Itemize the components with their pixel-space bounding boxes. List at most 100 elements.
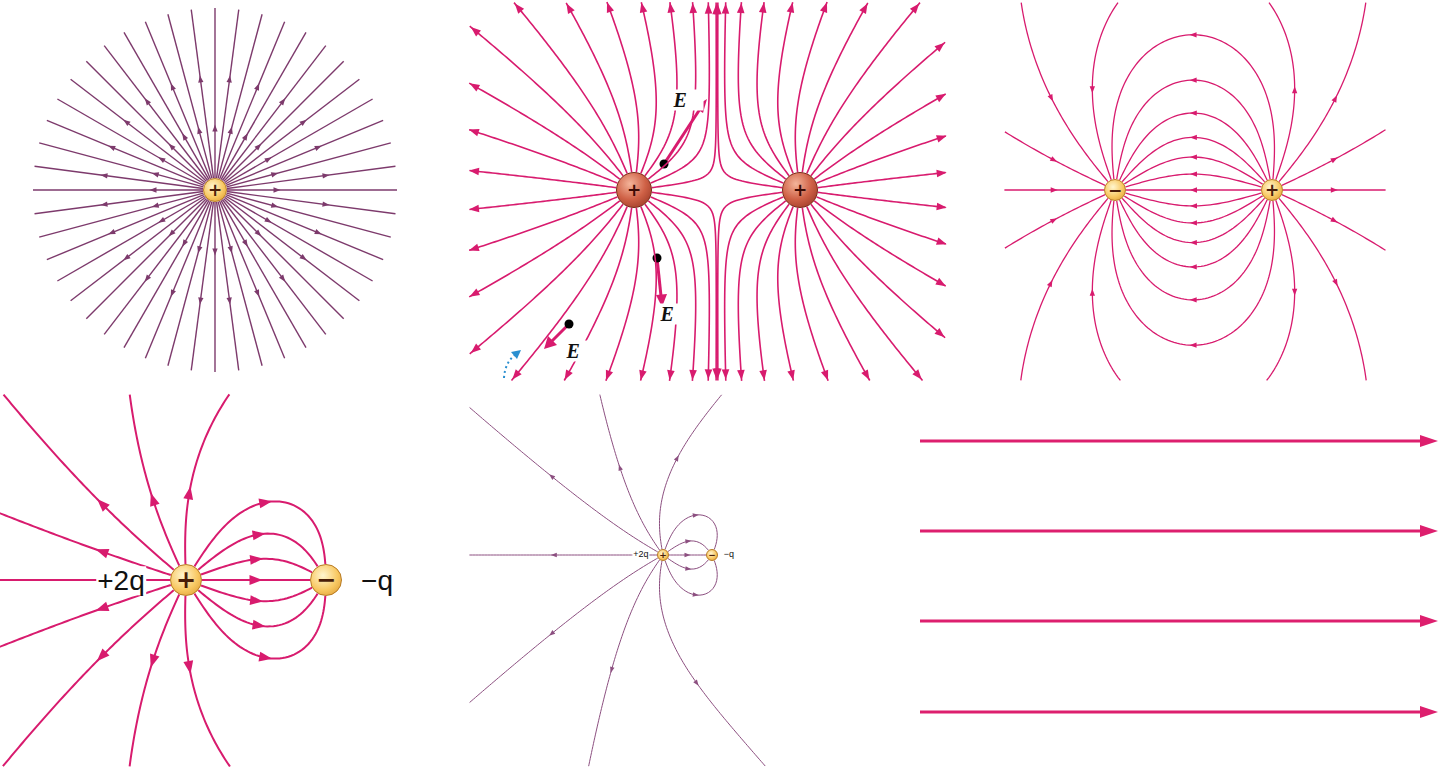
field-line — [665, 561, 717, 597]
field-line — [469, 83, 620, 179]
field-line — [39, 143, 203, 187]
field-line — [3, 590, 174, 766]
charge-label: −q — [723, 550, 735, 559]
arrowhead — [1190, 32, 1197, 37]
field-line — [225, 79, 360, 182]
field-line — [1283, 187, 1386, 192]
field-line — [668, 539, 708, 551]
arrowhead — [693, 513, 699, 518]
field-line — [589, 560, 660, 766]
field-line — [470, 558, 658, 702]
field-line — [1122, 135, 1264, 182]
arrowhead — [1190, 240, 1197, 245]
field-line — [35, 192, 204, 214]
field-line-path — [1122, 198, 1264, 242]
field-line — [1282, 130, 1386, 186]
field-line — [607, 2, 639, 172]
field-line — [227, 143, 391, 187]
field-line — [227, 166, 396, 188]
field-line-path — [198, 590, 317, 626]
field-line — [470, 408, 658, 552]
field-line — [217, 10, 239, 179]
field-line — [4, 395, 174, 570]
field-line — [1126, 187, 1261, 192]
arrowhead — [1190, 154, 1197, 159]
field-line — [1122, 198, 1264, 245]
field-line — [223, 61, 343, 181]
field-line — [795, 208, 828, 381]
field-line-path — [194, 501, 325, 566]
field-vector-label: E⃗ — [673, 90, 704, 111]
field-line — [1005, 195, 1105, 248]
field-line — [1267, 200, 1298, 380]
field-line-path — [1124, 157, 1262, 184]
field-line — [47, 195, 204, 260]
field-line — [57, 196, 204, 281]
field-line — [222, 46, 325, 181]
charge-sign: − — [708, 551, 716, 560]
arrowhead — [1190, 110, 1197, 115]
field-line — [652, 2, 720, 187]
field-line — [818, 170, 947, 188]
field-line — [1117, 201, 1270, 303]
arrowhead — [252, 530, 266, 540]
field-line-path — [194, 594, 325, 659]
field-line — [183, 596, 230, 767]
field-line — [202, 575, 310, 585]
field-line — [600, 395, 660, 550]
arrowhead — [1190, 343, 1197, 348]
field-line — [1279, 198, 1366, 380]
field-line — [470, 204, 623, 354]
field-line — [227, 187, 397, 192]
field-line-path — [1126, 174, 1262, 187]
field-line — [201, 555, 312, 575]
field-line — [1021, 3, 1108, 182]
field-line — [651, 197, 713, 381]
point-charge: + — [170, 564, 202, 596]
field-line — [778, 2, 794, 173]
charge-sign: + — [793, 182, 807, 199]
field-line — [104, 46, 207, 181]
arrowhead — [1190, 135, 1197, 140]
arrowhead — [250, 575, 263, 585]
field-line — [168, 202, 212, 366]
field-line — [651, 2, 713, 183]
charge-sign: + — [176, 568, 196, 592]
field-line — [227, 192, 396, 214]
field-line — [212, 8, 217, 178]
field-line — [811, 42, 945, 175]
field-line — [669, 553, 706, 558]
arrowhead — [1190, 220, 1197, 225]
field-line — [665, 513, 717, 549]
field-line — [818, 192, 947, 210]
field-line — [1126, 193, 1262, 209]
arrowhead — [252, 620, 266, 630]
arrowhead — [1190, 203, 1197, 208]
field-line — [606, 208, 639, 381]
field-line — [1269, 3, 1297, 180]
field-line — [469, 129, 617, 183]
field-line — [33, 187, 203, 192]
arrowhead — [250, 595, 263, 605]
field-line — [104, 200, 207, 335]
field-line — [194, 594, 325, 662]
field-line — [1090, 200, 1121, 380]
field-line — [722, 197, 784, 381]
field-line-path — [1117, 80, 1270, 179]
arrowhead — [685, 566, 691, 571]
field-line — [1120, 200, 1268, 270]
field-line-path — [1117, 201, 1270, 300]
charge-sign: + — [659, 551, 667, 560]
point-charge: − — [310, 564, 342, 596]
field-line — [227, 193, 391, 237]
field-line — [86, 198, 206, 318]
field-line — [212, 202, 217, 372]
field-line-path — [1120, 200, 1268, 267]
field-line — [130, 395, 179, 566]
field-line — [511, 207, 627, 381]
field-line — [1112, 32, 1274, 179]
charge-label: −q — [360, 566, 394, 595]
field-line — [191, 202, 213, 371]
point-charge: + — [616, 172, 652, 208]
